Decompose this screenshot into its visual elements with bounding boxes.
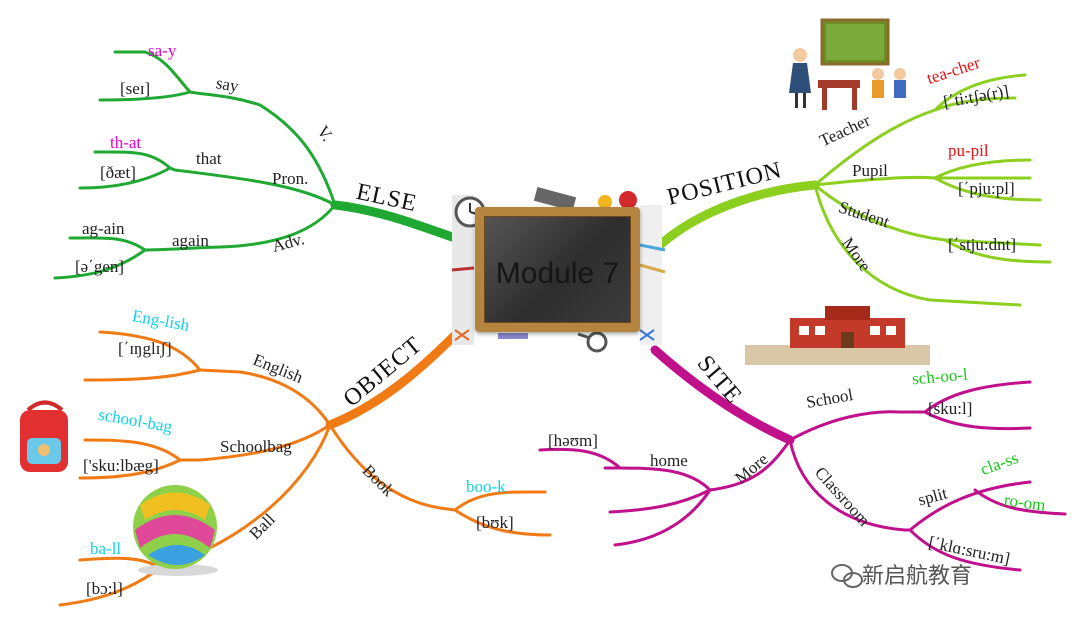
else-phonetic-say: [seɪ]	[120, 79, 151, 98]
position-word-pupil: Pupil	[852, 161, 888, 180]
position-syllables-pupil: pu-pil	[948, 141, 989, 160]
site-phonetic-home: [həʊm]	[548, 431, 598, 450]
object-phonetic-schoolbag: ['sku:lbæg]	[83, 456, 159, 475]
else-phonetic-that: [ðæt]	[100, 163, 136, 182]
ball-illustration	[133, 485, 218, 576]
position-phonetic-pupil: [΄pju:pl]	[958, 179, 1015, 198]
object-syllables-ball: ba-ll	[90, 539, 122, 558]
backpack-illustration	[20, 400, 68, 472]
object-phonetic-ball: [bɔ:l]	[86, 579, 123, 598]
branch-position-lines	[655, 73, 1052, 307]
branch-site-lines	[538, 345, 1067, 572]
site-word-home: home	[650, 451, 688, 470]
else-pos-pronoun: Pron.	[272, 169, 309, 188]
center-blackboard: Module 7	[475, 207, 640, 332]
site-phonetic-school: [sku:l]	[928, 399, 973, 418]
else-word-say: say	[214, 73, 241, 96]
blackboard-surface: Module 7	[484, 216, 631, 323]
school-building-illustration	[745, 306, 930, 365]
else-syllables-that: th-at	[110, 133, 142, 152]
else-word-that: that	[196, 149, 222, 168]
center-title: Module 7	[495, 257, 620, 290]
object-phonetic-book: [bʊk]	[476, 513, 514, 532]
teacher-classroom-illustration	[789, 18, 906, 110]
site-syllables-school: sch-oo-l	[911, 364, 969, 389]
else-phonetic-again: [ə΄gen]	[75, 257, 125, 276]
wechat-icon	[831, 564, 863, 588]
branch-else-lines	[53, 50, 460, 280]
watermark: 新启航教育	[862, 564, 973, 589]
object-word-schoolbag: Schoolbag	[220, 437, 292, 456]
else-word-again: again	[172, 231, 209, 250]
else-syllables-again: ag-ain	[82, 219, 125, 238]
position-phonetic-student: [΄stju:dnt]	[948, 235, 1016, 254]
object-syllables-book: boo-k	[466, 477, 506, 496]
object-phonetic-english: [΄ɪŋglɪʃ]	[118, 339, 172, 358]
else-syllables-say: sa-y	[148, 41, 177, 60]
branch-object-lines	[58, 330, 552, 607]
